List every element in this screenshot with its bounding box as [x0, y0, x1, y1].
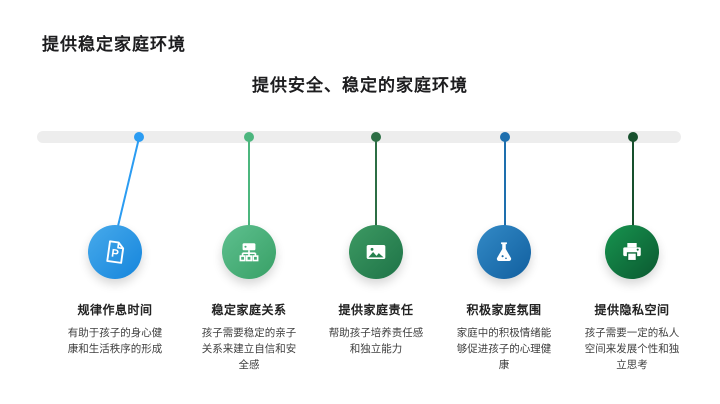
- timeline-dot: [628, 132, 638, 142]
- timeline-connector: [632, 140, 634, 226]
- timeline-item-caption: 规律作息时间 有助于孩子的身心健康和生活秩序的形成: [53, 301, 177, 358]
- item-title: 提供隐私空间: [594, 303, 670, 317]
- icon-circle: [477, 225, 531, 279]
- timeline-dot: [500, 132, 510, 142]
- item-desc: 孩子需要一定的私人空间来发展个性和独立思考: [584, 327, 680, 371]
- item-title: 积极家庭氛围: [466, 303, 542, 317]
- timeline-connector: [116, 137, 140, 227]
- timeline-dot: [371, 132, 381, 142]
- svg-text:P: P: [110, 247, 120, 260]
- page-title: 提供稳定家庭环境: [42, 35, 186, 54]
- icon-circle: [349, 225, 403, 279]
- item-desc: 有助于孩子的身心健康和生活秩序的形成: [67, 327, 163, 355]
- timeline-track: [37, 131, 681, 143]
- icon-circle: [605, 225, 659, 279]
- timeline-connector: [375, 140, 377, 226]
- timeline-connector: [504, 140, 506, 226]
- timeline-item-caption: 提供家庭责任 帮助孩子培养责任感和独立能力: [314, 301, 438, 358]
- item-desc: 孩子需要稳定的亲子关系来建立自信和安全感: [201, 327, 297, 371]
- printer-icon: [623, 243, 641, 262]
- icon-circle: [222, 225, 276, 279]
- slide-subtitle: 提供安全、稳定的家庭环境: [252, 76, 468, 95]
- timeline-item-caption: 提供隐私空间 孩子需要一定的私人空间来发展个性和独立思考: [570, 301, 694, 373]
- item-desc: 家庭中的积极情绪能够促进孩子的心理健康: [456, 327, 552, 371]
- item-title: 规律作息时间: [77, 303, 153, 317]
- timeline-dot: [134, 132, 144, 142]
- item-title: 稳定家庭关系: [211, 303, 287, 317]
- timeline-dot: [244, 132, 254, 142]
- timeline-item-caption: 积极家庭氛围 家庭中的积极情绪能够促进孩子的心理健康: [442, 301, 566, 373]
- timeline-connector: [248, 140, 250, 226]
- sitemap-icon: [239, 243, 259, 262]
- timeline-item-caption: 稳定家庭关系 孩子需要稳定的亲子关系来建立自信和安全感: [187, 301, 311, 373]
- item-desc: 帮助孩子培养责任感和独立能力: [328, 327, 424, 355]
- icon-circle: P: [88, 225, 142, 279]
- document-p-icon: P: [106, 240, 125, 264]
- flask-icon: [496, 242, 512, 261]
- item-title: 提供家庭责任: [338, 303, 414, 317]
- image-icon: [366, 245, 386, 259]
